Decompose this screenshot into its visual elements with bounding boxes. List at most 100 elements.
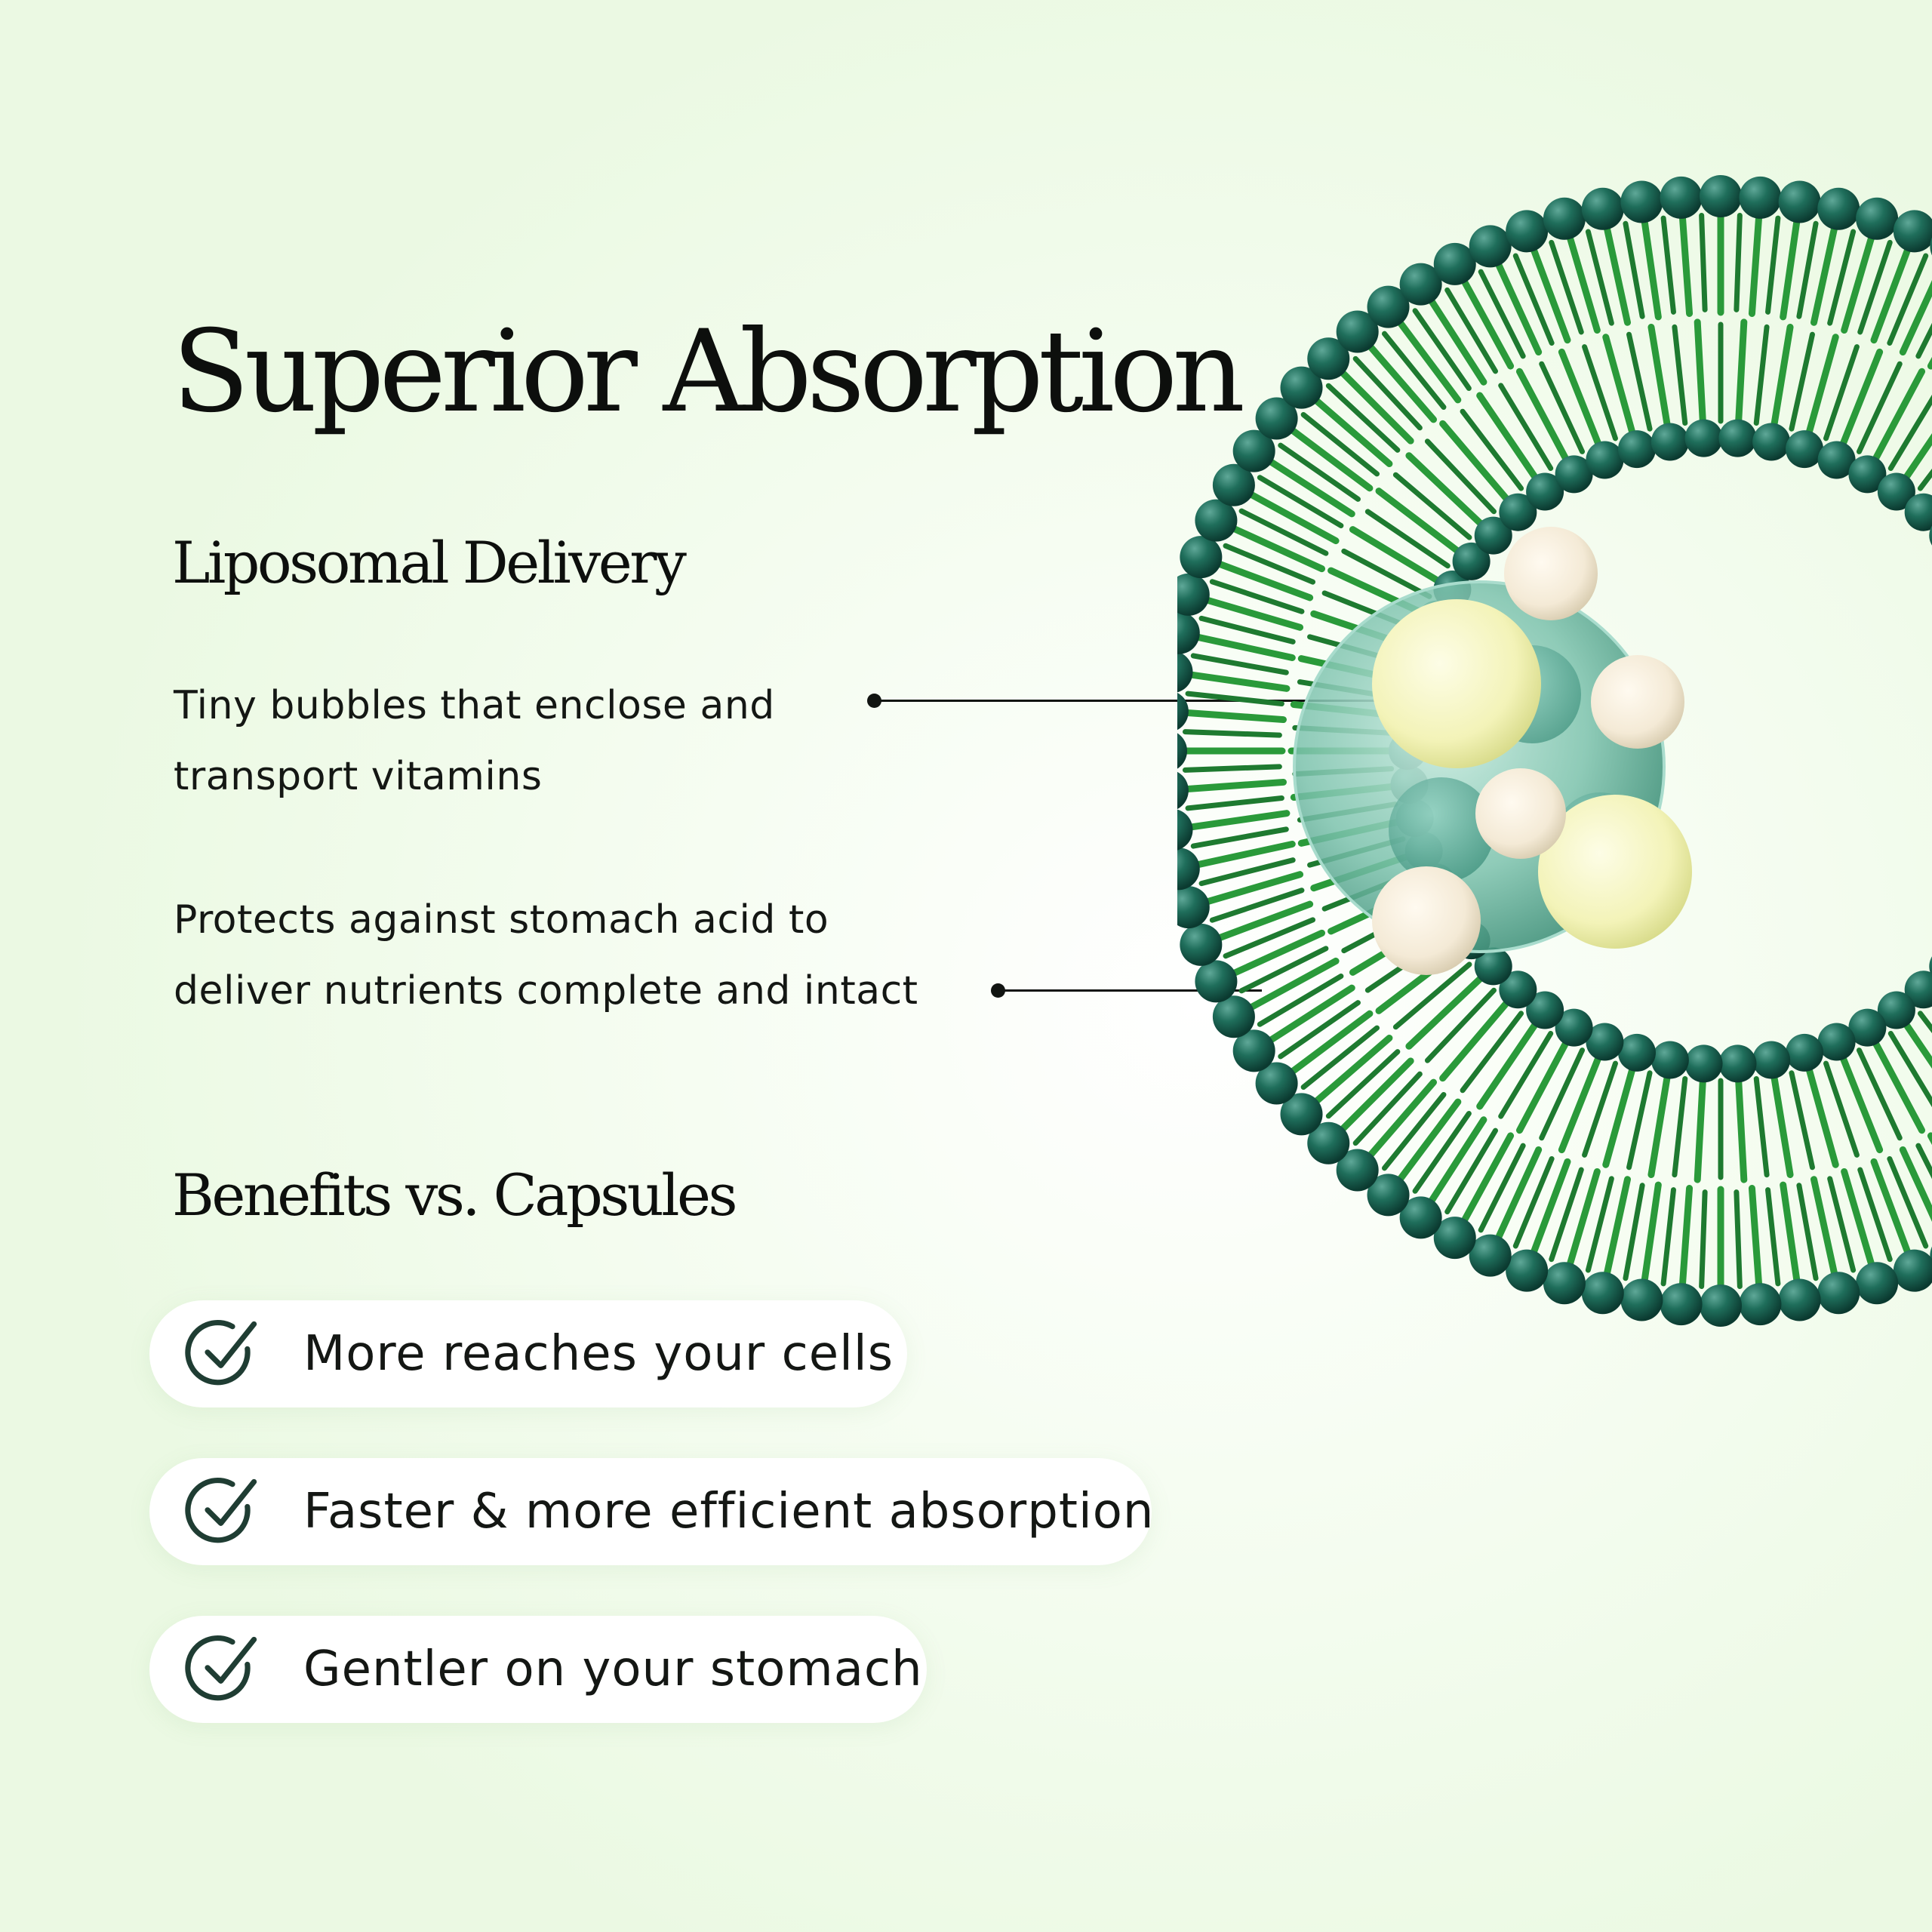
lipid-tail	[1209, 579, 1305, 614]
lipid-head	[1904, 493, 1932, 531]
lipid-tail	[1498, 1030, 1554, 1119]
lipid-tail	[1278, 442, 1361, 502]
lipid-tail	[1839, 1054, 1884, 1154]
callout-text-protects: Protects against stomach acid to deliver…	[174, 884, 918, 1026]
lipid-tail	[1753, 324, 1770, 426]
lipid-tail	[1257, 475, 1344, 528]
lipid-tail	[1789, 331, 1815, 432]
lipid-tail	[1193, 841, 1296, 869]
lipid-tail	[1796, 220, 1819, 319]
lipid-tail	[1841, 233, 1875, 334]
lipid-head	[1739, 176, 1782, 219]
lipid-tail	[1352, 355, 1423, 431]
lipid-head	[1817, 441, 1856, 479]
lipid-tail	[1566, 233, 1601, 334]
lipid-tail	[1238, 946, 1329, 994]
lipid-tail	[1789, 1070, 1815, 1171]
lipid-head	[1307, 337, 1350, 380]
lipid-tail	[1735, 1076, 1748, 1183]
lipid-head	[1177, 809, 1193, 851]
lipid-head	[1232, 429, 1275, 472]
lipid-tail	[1539, 1048, 1586, 1141]
lipid-head	[1581, 1272, 1624, 1315]
lipid-head	[1452, 542, 1491, 580]
lipid-tail	[1539, 361, 1586, 454]
lipid-tail	[1185, 795, 1284, 811]
lipid-tail	[1765, 215, 1781, 315]
lipid-tail	[1887, 1030, 1932, 1108]
lipid-tail	[1405, 452, 1485, 528]
lipid-tail	[1366, 1078, 1438, 1160]
lipid-tail	[1796, 1183, 1819, 1281]
lipid-tail	[1494, 1146, 1543, 1242]
lipid-head	[1543, 197, 1586, 240]
lipid-tail	[1770, 323, 1794, 429]
lipid-tail	[1278, 1000, 1361, 1060]
lipid-tail	[1805, 334, 1839, 437]
lipid-tail	[1887, 1155, 1929, 1249]
callout-line: Tiny bubbles that enclose and	[174, 683, 775, 728]
lipid-tail	[1198, 615, 1296, 645]
lipid-head	[1617, 430, 1656, 469]
callout-dot	[991, 983, 1005, 998]
page-title: Superior Absorption	[172, 306, 1245, 438]
lipid-tail	[1623, 220, 1645, 319]
lipid-head	[1620, 1278, 1663, 1321]
lipid-tail	[1602, 334, 1636, 437]
nutrient-sphere	[1538, 795, 1692, 949]
callout-line: Protects against stomach acid to	[174, 897, 829, 943]
lipid-head	[1177, 611, 1200, 654]
lipid-head	[1499, 971, 1537, 1009]
lipid-tail	[1190, 653, 1289, 675]
lipid-head	[1893, 1249, 1932, 1292]
lipid-tail	[1341, 548, 1432, 599]
lipid-tail	[1582, 344, 1618, 441]
lipid-head	[1212, 995, 1255, 1038]
lipid-head	[1620, 180, 1663, 223]
lipid-tail	[1460, 277, 1515, 370]
lipid-head	[1700, 175, 1742, 217]
lipid-head	[1177, 886, 1210, 929]
lipid-head	[1526, 991, 1564, 1029]
lipid-tail	[1770, 1072, 1794, 1179]
lipid-head	[1177, 848, 1200, 891]
lipid-head	[1177, 733, 1187, 769]
lipid-head	[1786, 430, 1824, 469]
lipid-tail	[1841, 1168, 1875, 1269]
lipid-head	[1280, 1093, 1323, 1136]
lipid-head	[1718, 1044, 1757, 1083]
lipid-head	[1700, 1284, 1742, 1327]
lipid-tail	[1439, 420, 1511, 503]
lipid-head	[1856, 197, 1899, 240]
benefits-heading: Benefits vs. Capsules	[172, 1161, 738, 1229]
lipid-head	[1817, 1272, 1860, 1315]
lipid-tail	[1647, 1072, 1671, 1179]
nutrient-sphere	[1372, 866, 1481, 975]
lipid-tail	[1585, 1176, 1614, 1273]
lipid-head	[1617, 1033, 1656, 1072]
lipid-tail	[1566, 1168, 1601, 1269]
lipid-head	[1433, 242, 1476, 285]
lipid-head	[1778, 180, 1821, 223]
lipid-head	[1474, 516, 1512, 555]
lipid-tail	[1678, 1185, 1694, 1289]
lipid-tail	[1734, 1189, 1743, 1290]
lipid-tail	[1478, 1143, 1526, 1233]
lipid-tail	[1215, 560, 1314, 601]
callout-line: deliver nutrients complete and intact	[174, 968, 918, 1014]
benefit-pill-gentler-stomach: Gentler on your stomach	[149, 1616, 927, 1723]
lipid-tail	[1641, 1181, 1662, 1285]
lipid-tail	[1193, 633, 1296, 661]
lipid-tail	[1300, 1025, 1380, 1091]
lipid-head	[1195, 499, 1238, 542]
lipid-tail	[1839, 348, 1884, 448]
lipid-tail	[1444, 287, 1498, 374]
lipid-tail	[1209, 888, 1305, 923]
lipid-head	[1499, 493, 1537, 531]
lipid-head	[1255, 1062, 1298, 1105]
lipid-tail	[1476, 392, 1540, 481]
lipid-tail	[1603, 1176, 1631, 1278]
lipid-head	[1555, 1008, 1593, 1047]
lipid-tail	[1734, 212, 1743, 312]
lipid-head	[1660, 1283, 1703, 1326]
